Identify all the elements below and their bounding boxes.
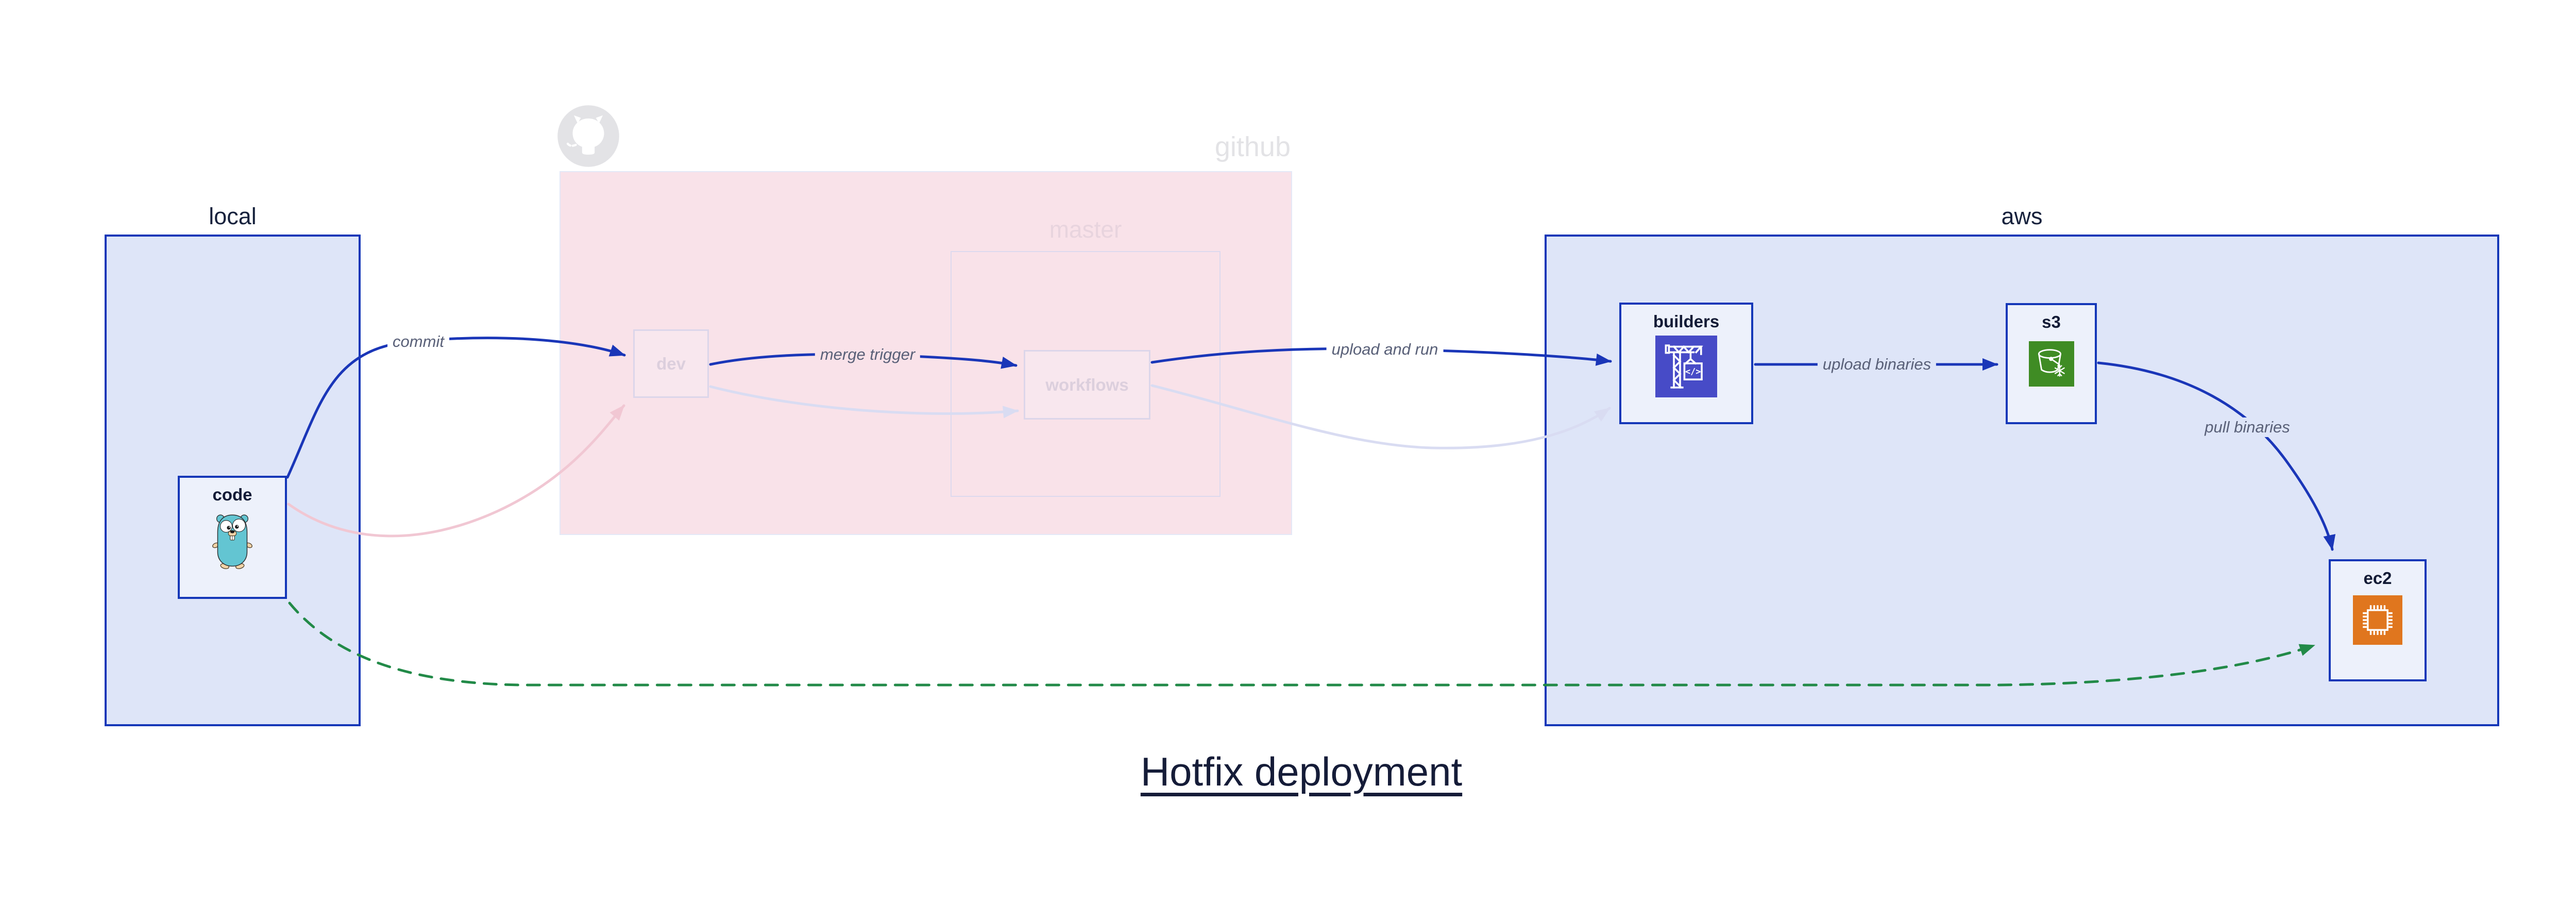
edge-ghost-workflows-builders — [1150, 384, 1611, 449]
edge-hotfix-shortcut — [288, 602, 2316, 687]
node-code-label: code — [212, 485, 252, 504]
node-code: code — [178, 476, 287, 599]
s3-bucket-snowflake-icon — [2028, 341, 2074, 387]
node-ec2-label: ec2 — [2363, 569, 2392, 588]
edge-label-pull-binaries: pull binaries — [2199, 417, 2295, 438]
github-octocat-icon — [557, 105, 619, 167]
group-aws-title: aws — [2001, 203, 2043, 229]
group-local-title: local — [209, 203, 257, 229]
edge-label-upload-binaries: upload binaries — [1817, 354, 1937, 375]
edge-label-commit: commit — [387, 331, 449, 352]
node-builders: builders </> — [1619, 303, 1753, 424]
diagram-title: Hotfix deployment — [1140, 749, 1463, 794]
group-github-title: github — [1214, 131, 1291, 162]
edge-ghost-code-dev — [287, 404, 625, 538]
go-gopher-icon — [212, 514, 252, 569]
group-master — [951, 251, 1221, 497]
aws-codebuild-crane-icon: </> — [1655, 336, 1717, 397]
edge-label-upload-and-run: upload and run — [1326, 339, 1444, 360]
node-s3: s3 — [2006, 303, 2097, 424]
node-workflows-label: workflows — [1045, 375, 1129, 394]
node-builders-label: builders — [1653, 312, 1720, 331]
codebuild-code-glyph: </> — [1685, 366, 1701, 377]
node-dev-label: dev — [656, 354, 686, 373]
edge-commit — [286, 337, 626, 479]
edge-pull-binaries — [2097, 361, 2336, 551]
node-s3-label: s3 — [2042, 312, 2061, 331]
node-workflows: workflows — [1024, 350, 1150, 420]
group-master-title: master — [1049, 216, 1122, 243]
edge-ghost-dev-workflows — [709, 385, 1019, 419]
node-dev: dev — [633, 329, 709, 398]
edge-label-merge-trigger: merge trigger — [815, 344, 921, 365]
node-ec2: ec2 — [2329, 559, 2427, 681]
ec2-chip-icon — [2353, 595, 2402, 645]
